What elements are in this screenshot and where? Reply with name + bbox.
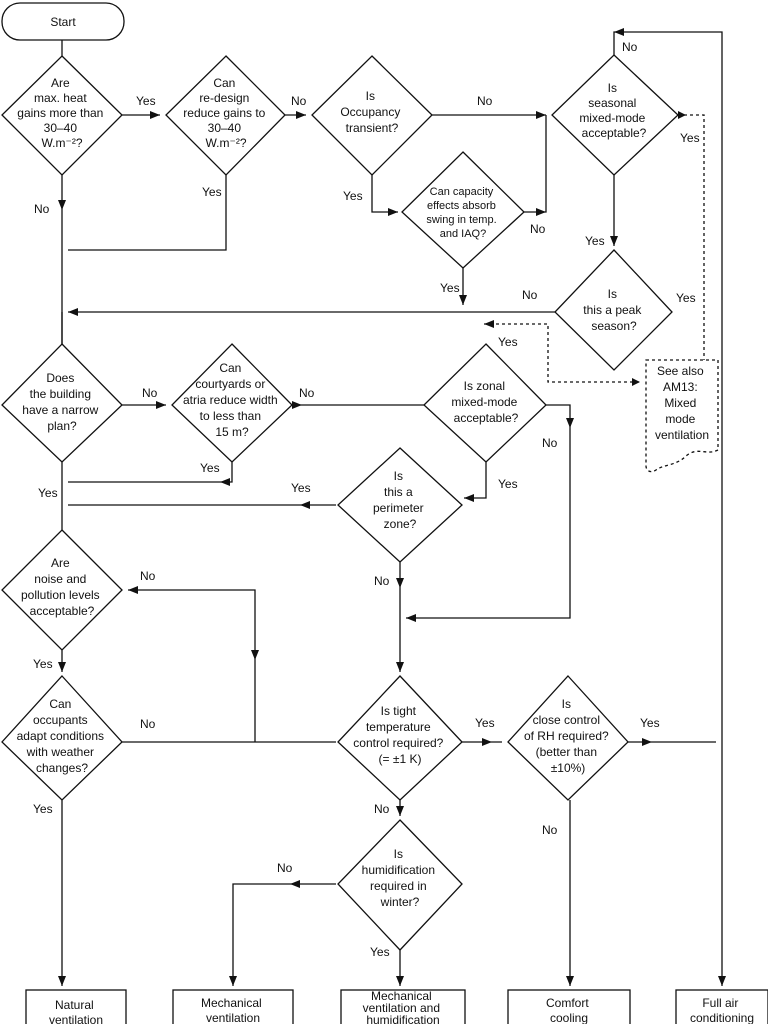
edge-label-occupants-yes: Yes: [33, 802, 53, 816]
occupants-label: Can occupants adapt conditions with weat…: [17, 697, 108, 775]
redesign-label: Can re-design reduce gains to 30–40 W.m⁻…: [183, 76, 268, 150]
edge-label-seasonal-yes-dotted: Yes: [680, 131, 700, 145]
noise-label: Are noise and pollution levels acceptabl…: [21, 556, 103, 618]
node-start: [1, 2, 125, 41]
start-label: Start: [50, 15, 76, 29]
courtyards-label: Can courtyards or atria reduce width to …: [183, 361, 281, 439]
edge-labels: Yes No No Yes No Yes No Yes No Yes Yes N…: [33, 40, 700, 959]
comfort-label: Comfort cooling: [546, 996, 592, 1024]
edge-label-occ-yes: Yes: [343, 189, 363, 203]
edge-label-humid-yes: Yes: [370, 945, 390, 959]
result-mech-humid: [340, 989, 466, 1024]
natural-label: Natural ventilation: [49, 998, 103, 1024]
decision-zonal: [423, 343, 547, 463]
edge-label-court-yes: Yes: [200, 461, 220, 475]
decision-humid: [337, 819, 463, 951]
edge-label-heat-yes: Yes: [136, 94, 156, 108]
edge-label-peak-no: No: [522, 288, 538, 302]
edge-label-redesign-yes: Yes: [202, 185, 222, 199]
note-am13: [645, 359, 719, 473]
edge-label-heat-no: No: [34, 202, 50, 216]
rh-label: Is close control of RH required? (better…: [524, 697, 612, 775]
edge-label-peak-yes: Yes: [676, 291, 696, 305]
occupancy-label: Is Occupancy transient?: [340, 89, 403, 135]
decision-seasonal: [551, 54, 679, 176]
result-comfort: [507, 989, 631, 1024]
result-full-ac: [675, 989, 768, 1024]
note-am13-label: See also AM13: Mixed mode ventilation: [655, 364, 709, 442]
heat-gains-label: Are max. heat gains more than 30–40 W.m⁻…: [17, 76, 106, 150]
edge-label-humid-no: No: [277, 861, 293, 875]
decision-redesign: [165, 55, 286, 176]
decision-occupants: [1, 675, 123, 801]
edge-label-redesign-no: No: [291, 94, 307, 108]
edge-label-seasonal-no: No: [622, 40, 638, 54]
tight-label: Is tight temperature control required? (…: [353, 704, 446, 766]
mech-humid-label: Mechanical ventilation and humidificatio…: [363, 989, 444, 1024]
edge-label-rh-no: No: [542, 823, 558, 837]
perimeter-label: Is this a perimeter zone?: [373, 469, 427, 531]
edge-label-tight-no: No: [374, 802, 390, 816]
result-natural: [25, 989, 127, 1024]
arrowheads: [58, 28, 726, 986]
edge-label-tight-yes: Yes: [475, 716, 495, 730]
connectors: [61, 31, 723, 986]
decision-capacity: [401, 151, 525, 269]
node-labels: Start Are max. heat gains more than 30–4…: [17, 15, 754, 1024]
edge-label-perim-yes: Yes: [291, 481, 311, 495]
edge-label-rh-yes: Yes: [640, 716, 660, 730]
edge-label-zonal-yes: Yes: [498, 477, 518, 491]
edge-label-perim-no: No: [374, 574, 390, 588]
edge-label-noise-yes: Yes: [33, 657, 53, 671]
decision-rh: [507, 675, 629, 801]
edge-label-court-no: No: [299, 386, 315, 400]
seasonal-label: Is seasonal mixed-mode acceptable?: [579, 81, 648, 140]
mechanical-label: Mechanical ventilation: [201, 996, 265, 1024]
decision-narrow: [1, 343, 123, 463]
edge-label-cap-no: No: [530, 222, 546, 236]
decision-occupancy: [311, 55, 433, 176]
result-mechanical: [172, 989, 294, 1024]
peak-label: Is this a peak season?: [583, 287, 644, 333]
edge-label-noise-no: No: [140, 569, 156, 583]
capacity-label: Can capacity effects absorb swing in tem…: [426, 186, 499, 240]
humid-label: Is humidification required in winter?: [362, 847, 439, 909]
full-ac-label: Full air conditioning: [690, 996, 754, 1024]
decision-noise: [1, 529, 123, 651]
decision-heat-gains: [1, 55, 123, 176]
decision-tight: [337, 675, 463, 801]
narrow-label: Does the building have a narrow plan?: [22, 371, 101, 433]
edge-label-occ-no: No: [477, 94, 493, 108]
edge-label-seasonal-yes: Yes: [585, 234, 605, 248]
edge-label-narrow-yes: Yes: [38, 486, 58, 500]
edge-label-zonal-no: No: [542, 436, 558, 450]
decision-perimeter: [337, 447, 463, 563]
edge-label-peak-yes-dotted: Yes: [498, 335, 518, 349]
decision-courtyards: [171, 343, 293, 463]
edge-label-cap-yes: Yes: [440, 281, 460, 295]
zonal-label: Is zonal mixed-mode acceptable?: [451, 379, 520, 425]
edge-label-narrow-no: No: [142, 386, 158, 400]
edge-label-occupants-no: No: [140, 717, 156, 731]
decision-peak: [554, 249, 673, 371]
